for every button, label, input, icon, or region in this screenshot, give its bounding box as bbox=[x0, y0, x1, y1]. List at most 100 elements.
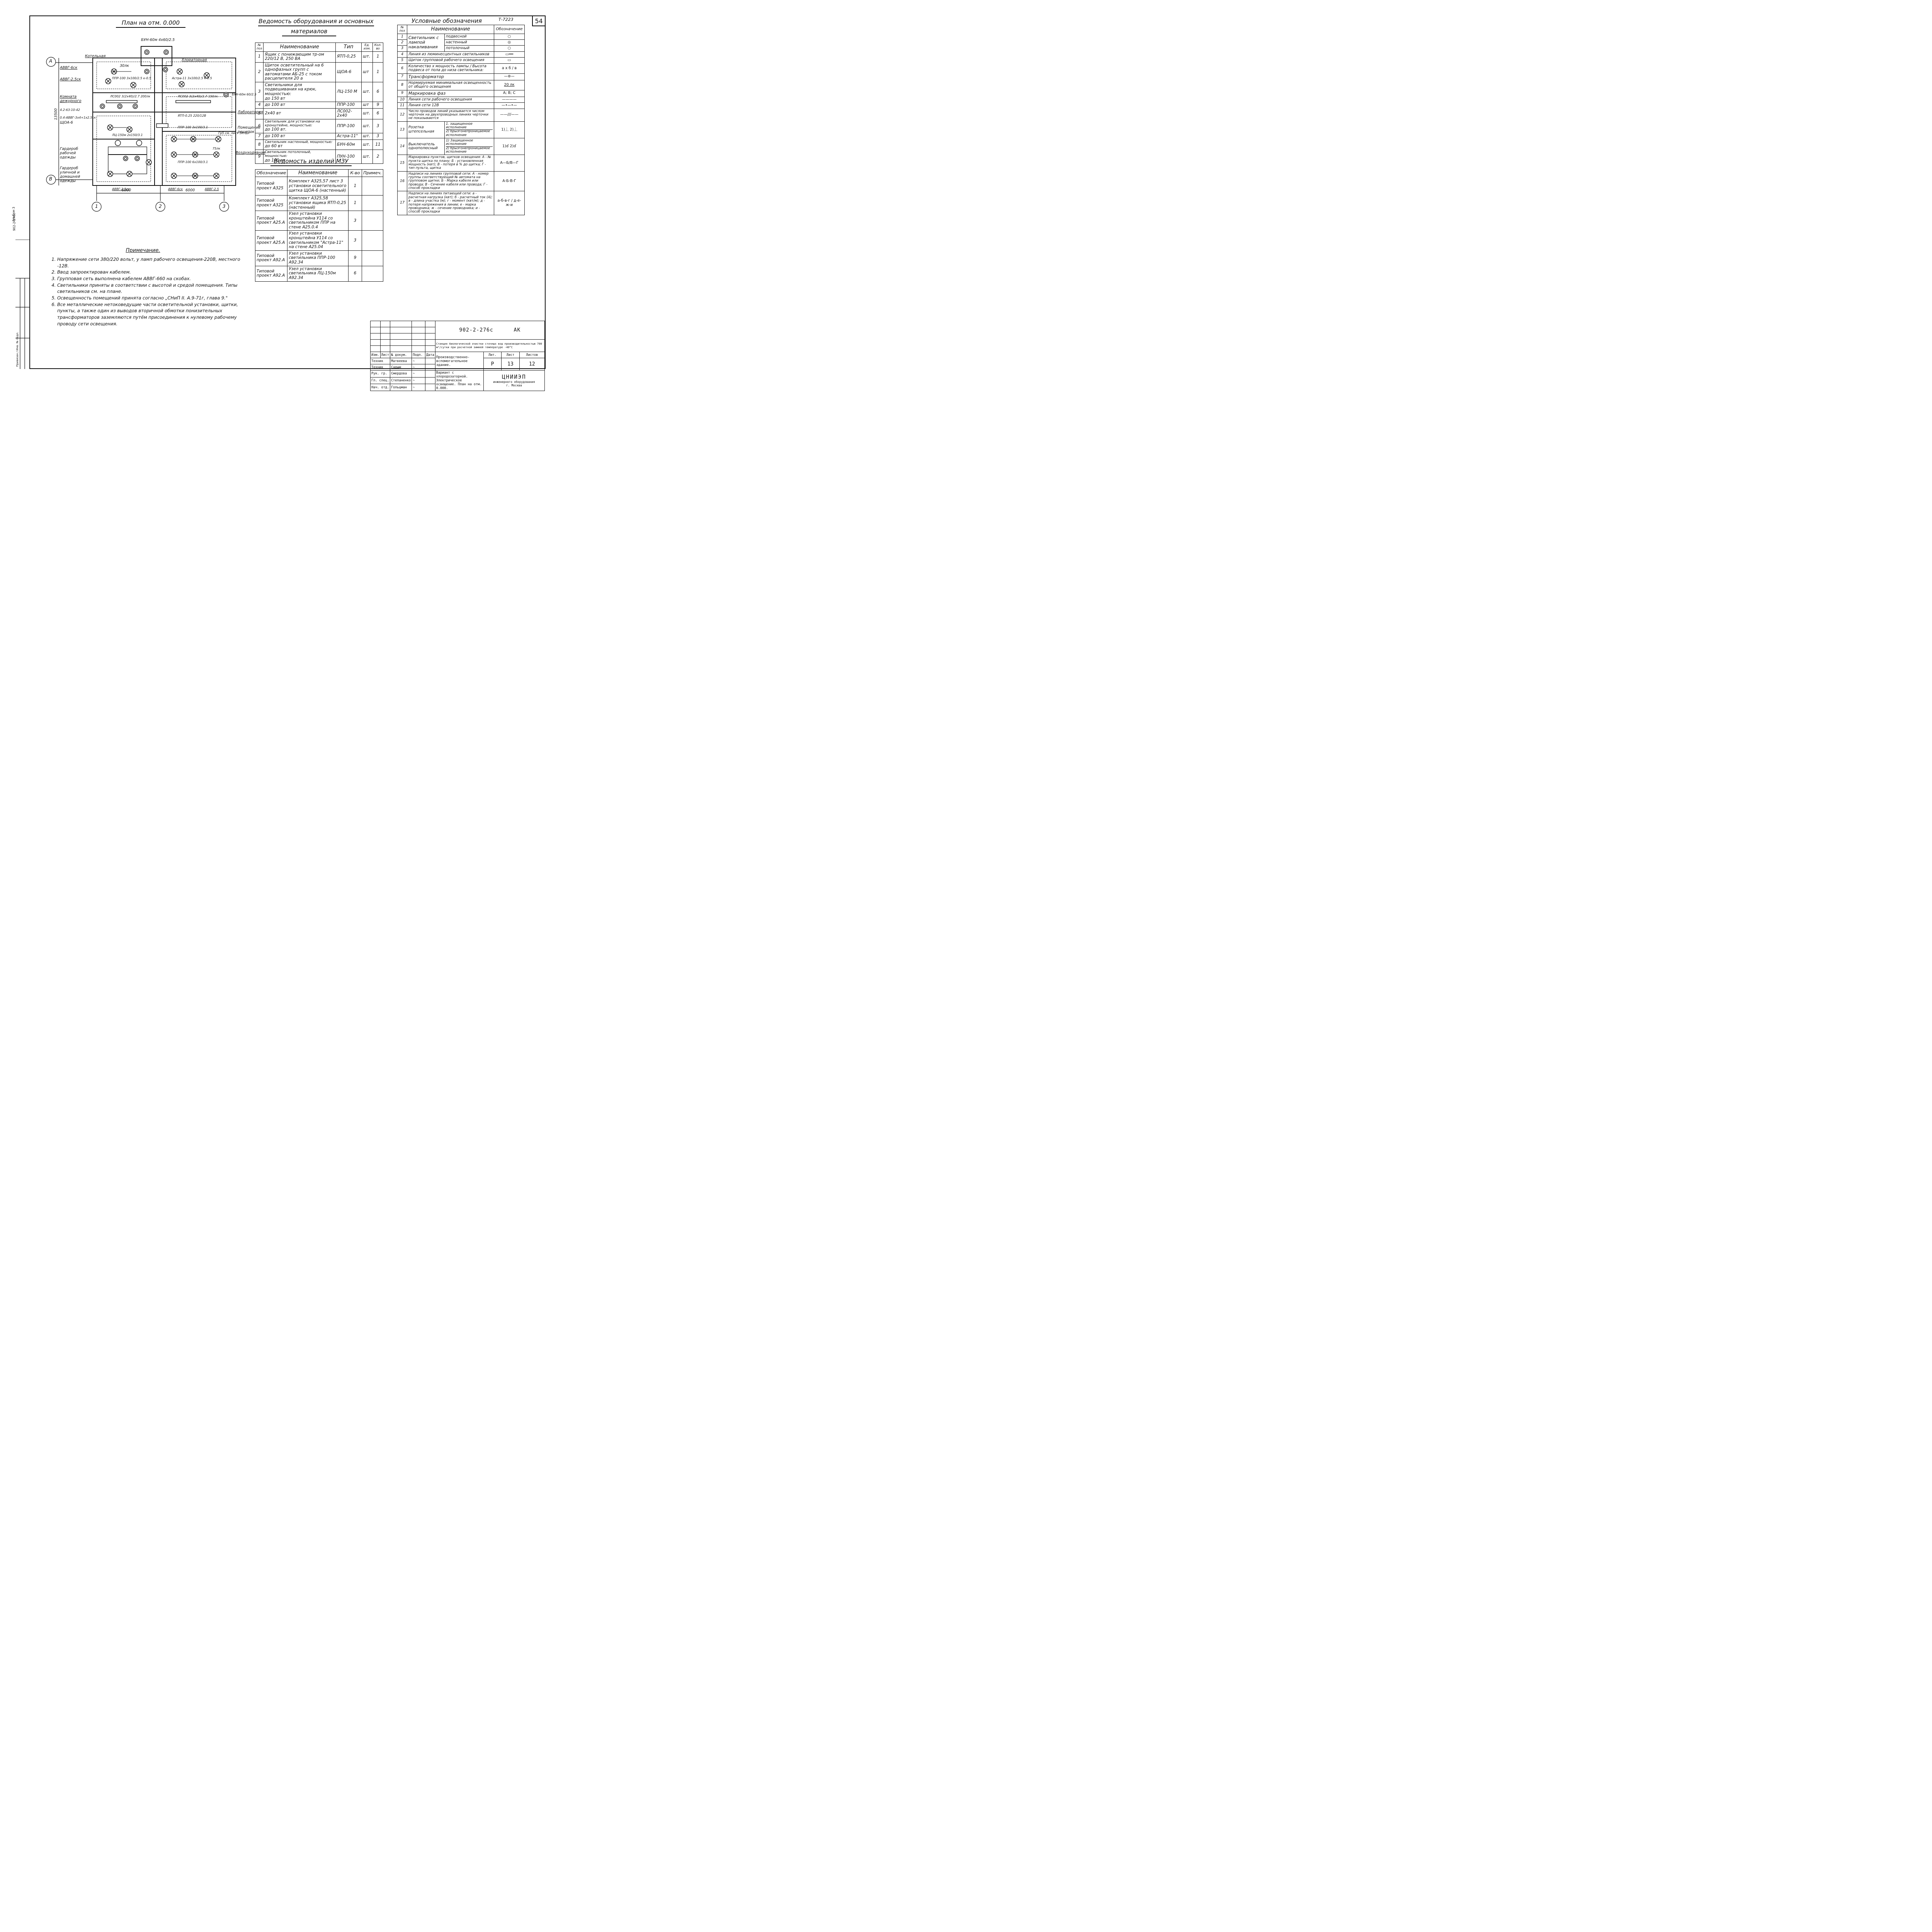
label-transformer-box: ЯТП-0.25 220/12В bbox=[178, 114, 206, 117]
room-boiler: Котельная bbox=[85, 54, 106, 58]
axis-2: 2 bbox=[159, 204, 162, 209]
label-75lux: 75лк bbox=[213, 147, 221, 150]
label-cable-2-5: АВВГ-2.5ск bbox=[60, 77, 81, 82]
label-group5: Гр5 см. лист ЭК-ШР bbox=[218, 131, 250, 135]
equipment-title-2: материалов bbox=[282, 28, 336, 36]
room-work-wardrobe: Гардероб рабочей одежды bbox=[60, 147, 78, 160]
project-title: Станция биологической очистки сточных во… bbox=[435, 339, 545, 352]
phase-marking-icon: А; В; С bbox=[494, 90, 525, 97]
label-cable-6-bottom: АВВГ-6ск bbox=[168, 187, 183, 191]
fluorescent-line-icon: ▭━━ bbox=[494, 51, 525, 58]
feeder-line-label-icon: а-б-в-г / д-е-ж-и bbox=[494, 191, 525, 215]
label-ls002-lab: ЛС002 3(2x40)/2.7 150лк bbox=[178, 95, 218, 98]
margin-stamp-text: Привязан / Инв. № подл. bbox=[16, 332, 19, 367]
col-code: Обозначение bbox=[255, 169, 288, 177]
wall-lamp-icon: ◎ bbox=[494, 39, 525, 46]
work-line-icon: ———— bbox=[494, 96, 525, 103]
col-name: Наименование bbox=[263, 43, 336, 52]
building-name: Производственно-вспомогательное здание. bbox=[435, 352, 484, 371]
mzu-title: Ведомость изделий МЗУ bbox=[270, 158, 352, 166]
label-ls002-duty: ЛС002 3(2x40)/2.7 200лк bbox=[110, 95, 150, 98]
label-bun-60m: БУН-60м 4x60/2.5 bbox=[141, 38, 175, 42]
mzu-table: Обозначение Наименование К-во Примеч. Ти… bbox=[255, 169, 383, 282]
axis-3: 3 bbox=[223, 204, 226, 209]
note-item: Светильники приняты в соответствии с выс… bbox=[57, 282, 251, 295]
col-name: Наименование bbox=[287, 169, 349, 177]
floor-plan: А В 1 2 3 6000 6000 13500 Котельная Хлор… bbox=[43, 35, 265, 216]
notes: Примечание. Напряжение сети 380/220 воль… bbox=[50, 247, 251, 327]
label-ppr-screens: ППР-100 3x100/3.1 bbox=[178, 126, 208, 129]
line-12v-icon: —•—•— bbox=[494, 102, 525, 109]
note-item: Освещенность помещений принята согласно … bbox=[57, 295, 251, 301]
axis-1: 1 bbox=[95, 204, 98, 209]
col-pos: № поз bbox=[255, 43, 264, 52]
sheets-value: 12 bbox=[519, 358, 545, 371]
col-name: Наименование bbox=[407, 25, 494, 34]
dimension-2-3: 6000 bbox=[185, 188, 195, 192]
org-sub: инженерного оборудования bbox=[493, 380, 535, 384]
label-cable-2-5-bottom: АВВГ-2.5 bbox=[205, 187, 219, 191]
notes-title: Примечание. bbox=[126, 248, 160, 253]
switch-icon: 1)ɗ 2)ɗ bbox=[494, 138, 525, 155]
room-street-wardrobe: Гардероб уличной и домашней одежды bbox=[60, 166, 80, 183]
illuminance-icon: 20 лк bbox=[494, 80, 525, 90]
person-name: Матвеева bbox=[390, 358, 412, 364]
equipment-title-1: Ведомость оборудования и основных bbox=[258, 18, 374, 26]
label-feeder: 4.2-63-10-42 bbox=[60, 108, 80, 112]
note-item: Ввод запроектирован кабелем. bbox=[57, 269, 251, 276]
label-feeder-cable: 0.4-АВВГ-3x4+1x2.5ск bbox=[60, 116, 96, 119]
sheet-title: Вариант с хлородозаторной. Электрическое… bbox=[435, 370, 484, 391]
room-lab: Лаборатория bbox=[238, 110, 263, 114]
plan-title: План на отм. 0.000 bbox=[116, 19, 185, 28]
project-code: 902-2-276с bbox=[459, 327, 493, 333]
pendant-lamp-icon: ○ bbox=[494, 33, 525, 40]
transformer-icon: —⊚— bbox=[494, 73, 525, 80]
sheet-value: 13 bbox=[501, 358, 520, 371]
label-astra: Астра-11 3x100/2.5 к-0.5 bbox=[172, 77, 212, 80]
col-unit: Ед. изм. bbox=[361, 43, 373, 52]
room-chlorinator: Хлораторная bbox=[182, 58, 207, 62]
label-cable-2-5ck-bottom: АВВГ-2.5ск bbox=[112, 187, 130, 191]
org-name: ЦНИИЭП bbox=[502, 374, 526, 380]
drawing-frame bbox=[29, 15, 546, 369]
left-margin-stamp: Альбом 3 902-2-276с Привязан / Инв. № по… bbox=[12, 207, 29, 369]
title-block: 902-2-276с АК Станция биологической очис… bbox=[370, 321, 545, 391]
label-ppr-boiler: ППР-100 3x100/2.5 к-0.5 bbox=[112, 77, 151, 80]
room-duty: Комната дежурного bbox=[60, 95, 82, 103]
role: Техник bbox=[370, 358, 391, 364]
col-note: Примеч. bbox=[362, 169, 383, 177]
legend-title: Условные обозначения bbox=[412, 17, 482, 24]
project-mark: АК bbox=[514, 327, 521, 333]
label-lc150: ЛЦ-150м 2x150/3.1 bbox=[112, 133, 143, 137]
label-cable-6: АВВГ-6ск bbox=[60, 66, 78, 70]
label-bun-wall: БУН-60м 60/2.5 bbox=[232, 93, 257, 96]
col-pos: № поз bbox=[397, 25, 407, 34]
plan-drawing bbox=[46, 46, 236, 212]
sheet-number: 54 bbox=[532, 15, 546, 26]
label-lux-boiler: 30лк bbox=[120, 64, 129, 68]
panel-marking-icon: А—Б/В—Г bbox=[494, 155, 525, 172]
axis-A: А bbox=[49, 58, 53, 64]
